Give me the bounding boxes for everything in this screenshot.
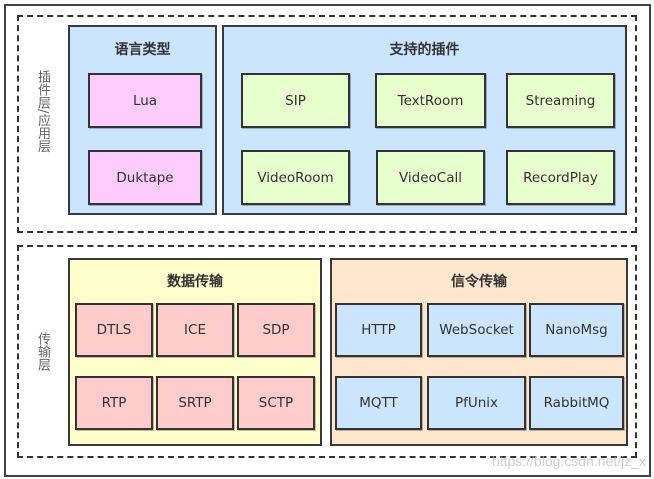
watermark: https://blog.csdn.net/jz_x — [491, 453, 646, 469]
item-lua: Lua — [88, 73, 202, 128]
item-sctp: SCTP — [237, 376, 315, 430]
item-duktape: Duktape — [88, 150, 202, 205]
item-videoroom: VideoRoom — [241, 150, 350, 205]
item-rabbitmq: RabbitMQ — [529, 376, 624, 430]
panel-title-language-types: 语言类型 — [114, 42, 171, 58]
item-pfunix: PfUnix — [427, 376, 526, 430]
item-http: HTTP — [335, 303, 422, 357]
item-ice: ICE — [156, 303, 234, 357]
item-sdp: SDP — [237, 303, 315, 357]
panel-title-data-transport: 数据传输 — [167, 274, 223, 290]
plugin-application-layer — [17, 15, 637, 233]
item-nanomsg: NanoMsg — [529, 303, 624, 357]
layer-label-plugin-application: 插件层/应用层 — [35, 70, 50, 153]
item-textroom: TextRoom — [375, 73, 486, 128]
diagram-frame — [4, 4, 651, 477]
panel-title-supported-plugins: 支持的插件 — [389, 42, 460, 58]
item-websocket: WebSocket — [427, 303, 526, 357]
item-srtp: SRTP — [156, 376, 234, 430]
layer-label-transport: 传输层 — [35, 332, 50, 371]
item-videocall: VideoCall — [376, 150, 485, 205]
item-streaming: Streaming — [506, 73, 615, 128]
item-dtls: DTLS — [75, 303, 153, 357]
panel-title-signaling-transport: 信令传输 — [451, 274, 507, 290]
item-sip: SIP — [241, 73, 350, 128]
item-mqtt: MQTT — [335, 376, 422, 430]
item-recordplay: RecordPlay — [506, 150, 615, 205]
item-rtp: RTP — [75, 376, 153, 430]
transport-layer — [17, 245, 637, 458]
